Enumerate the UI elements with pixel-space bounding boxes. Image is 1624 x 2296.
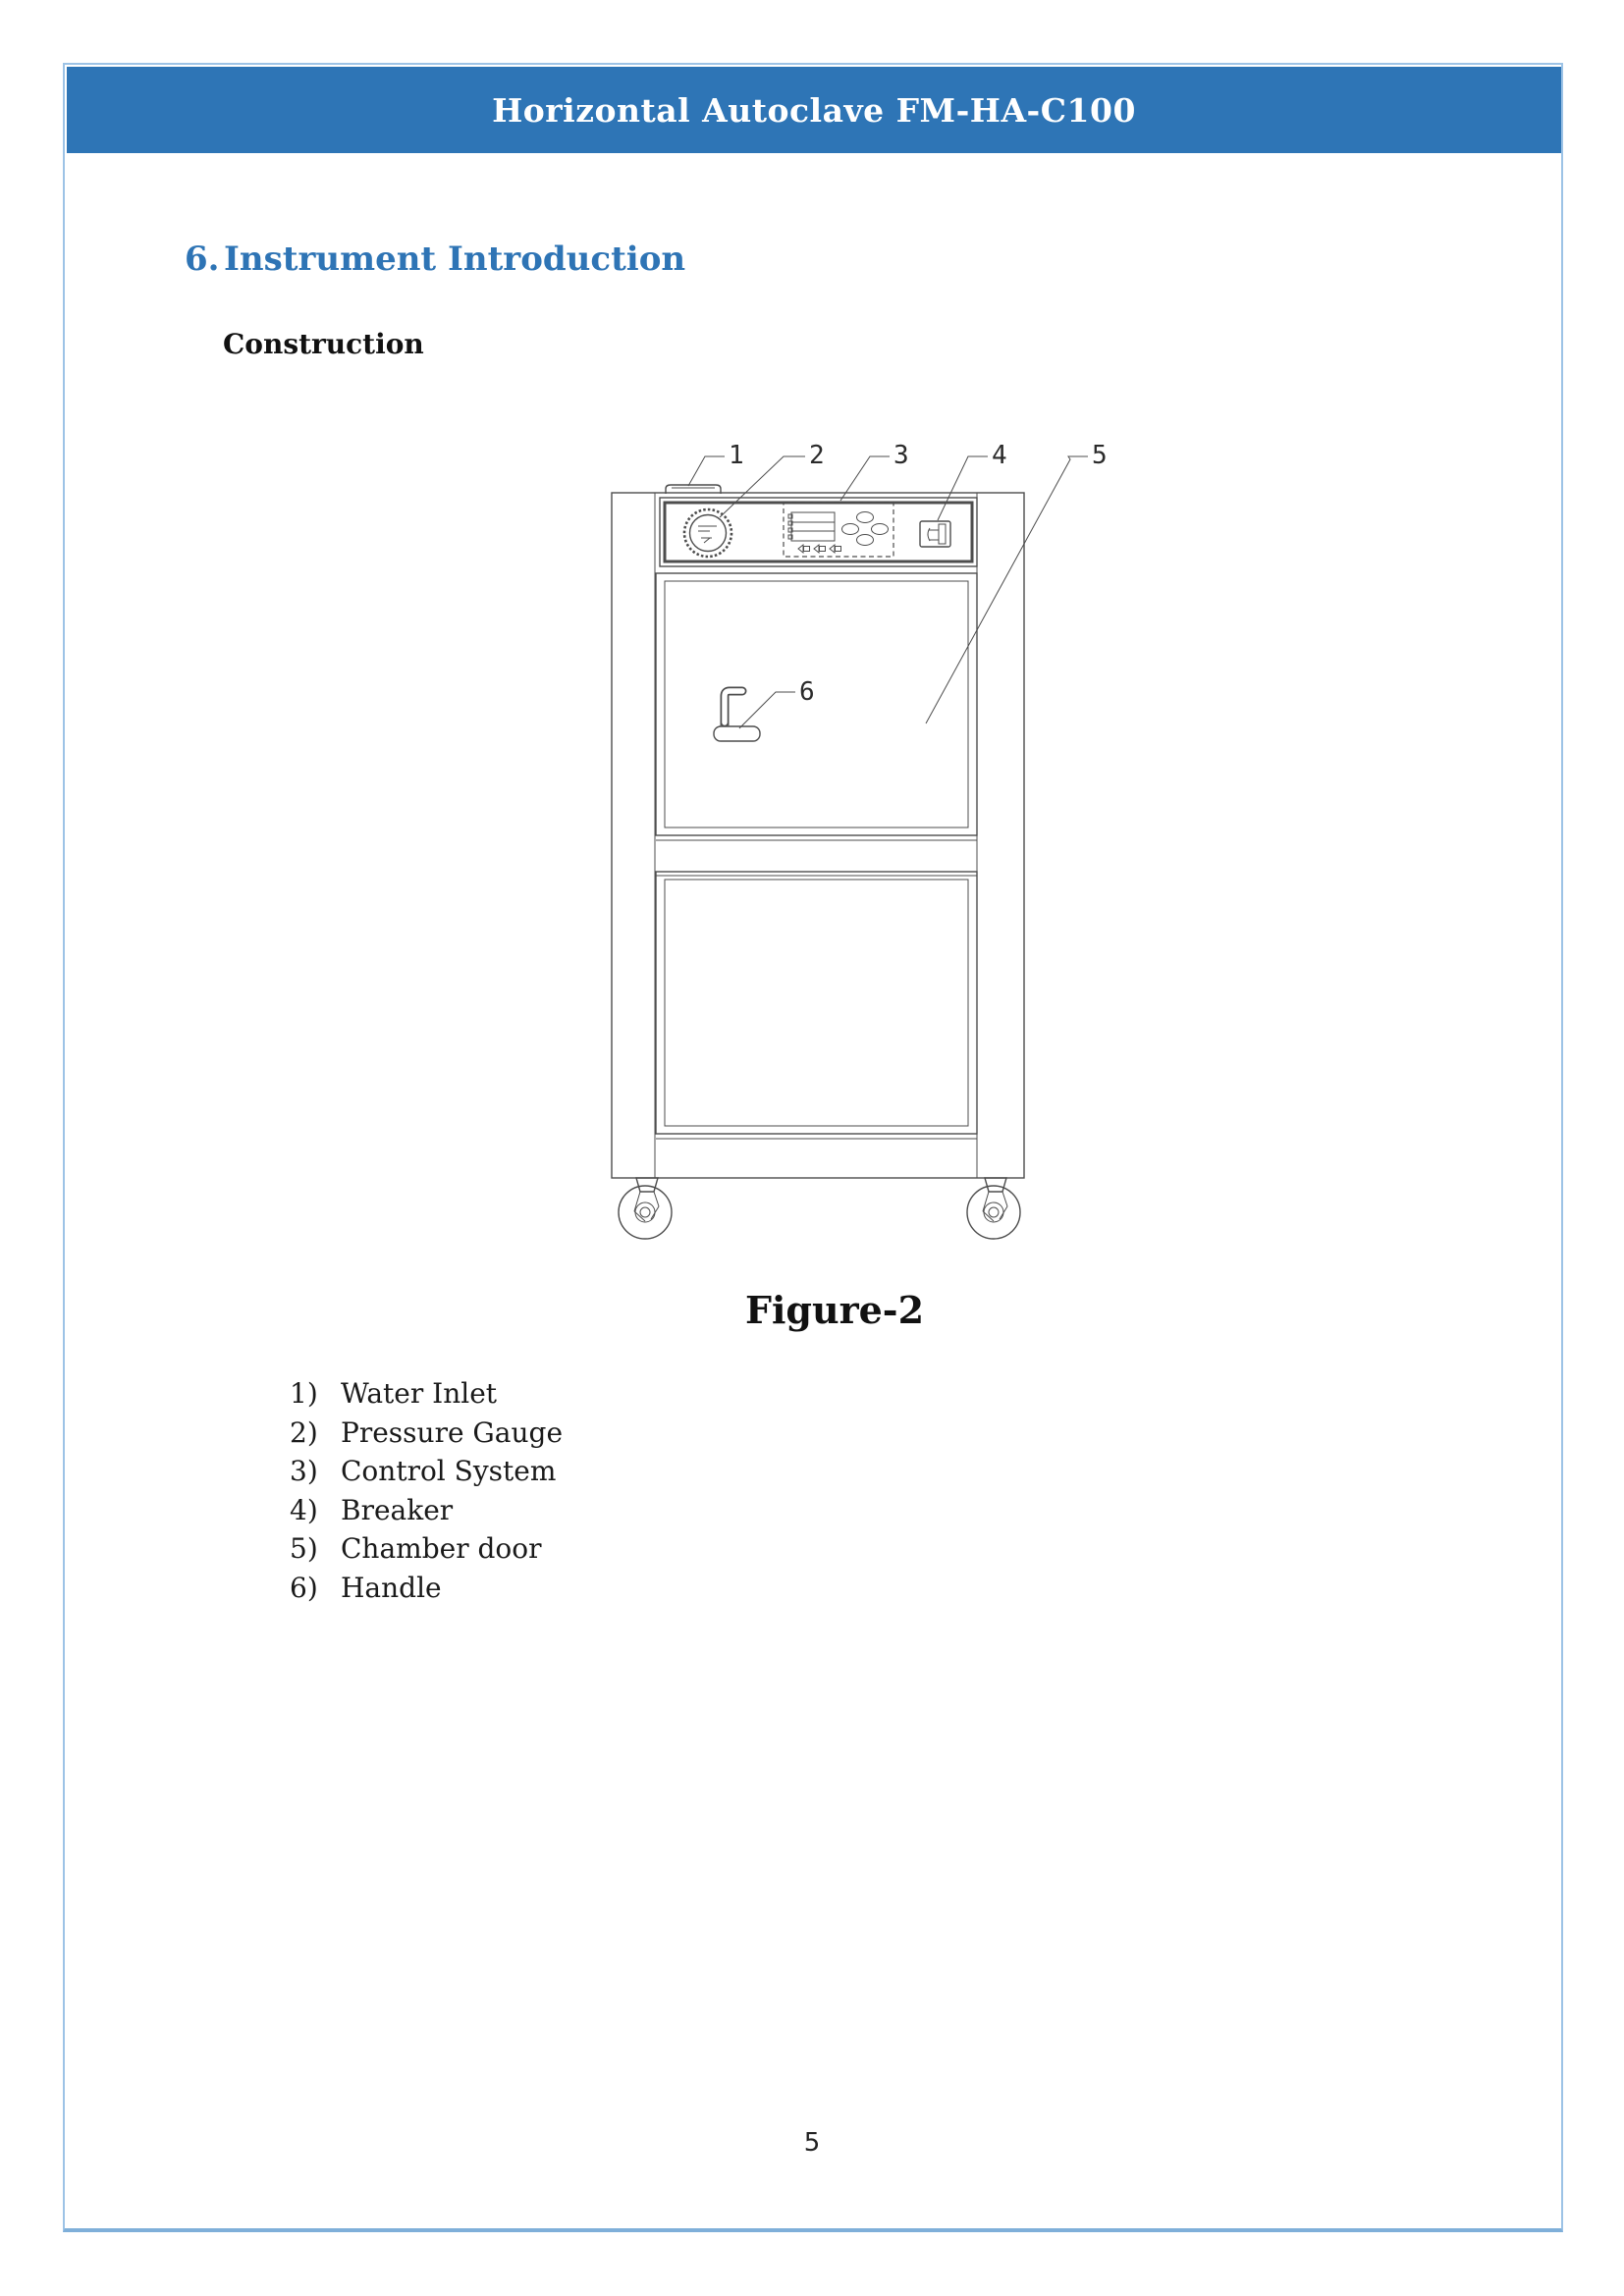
svg-text:5: 5 [1092,441,1108,470]
caster-left [618,1177,673,1240]
subsection-title: Construction [223,328,424,360]
svg-text:4: 4 [992,441,1007,470]
svg-text:3: 3 [893,441,909,470]
list-item: 3) Control System [290,1452,563,1491]
list-item-label: Handle [341,1571,442,1604]
chamber-door [655,572,978,841]
list-item: 2) Pressure Gauge [290,1414,563,1453]
svg-text:1: 1 [729,441,744,470]
list-item-number: 5) [290,1532,318,1565]
header-bar: Horizontal Autoclave FM-HA-C100 [67,67,1561,153]
caster-right [966,1177,1021,1240]
callout-3: 3 [839,441,909,502]
list-item: 6) Handle [290,1569,563,1608]
callout-1: 1 [687,441,744,487]
breaker [919,520,951,548]
svg-text:2: 2 [809,441,825,470]
parts-list: 1) Water Inlet 2) Pressure Gauge 3) Cont… [290,1374,563,1607]
callout-5: 5 [925,441,1108,724]
page-number: 5 [803,2128,821,2158]
document-title: Horizontal Autoclave FM-HA-C100 [492,90,1136,130]
list-item: 5) Chamber door [290,1529,563,1569]
list-item-label: Breaker [341,1493,454,1526]
figure-caption: Figure-2 [744,1288,925,1332]
page-border [63,63,1563,2232]
water-inlet [665,484,722,494]
list-item-number: 1) [290,1377,318,1410]
callout-2: 2 [719,441,825,518]
section-heading: 6. Instrument Introduction [185,240,685,279]
lower-panel [655,871,978,1135]
callout-4: 4 [937,441,1007,521]
list-item: 4) Breaker [290,1491,563,1530]
list-item-number: 4) [290,1493,318,1526]
svg-text:6: 6 [799,677,815,707]
callouts: 1 2 3 4 5 6 [687,441,1108,729]
pressure-gauge [682,507,733,559]
list-item: 1) Water Inlet [290,1374,563,1414]
list-item-label: Chamber door [341,1532,542,1565]
list-item-label: Control System [341,1455,557,1487]
list-item-number: 2) [290,1415,318,1449]
autoclave-figure: 1 2 3 4 5 6 [611,441,1108,1240]
control-system [783,502,894,558]
list-item-number: 6) [290,1571,318,1604]
list-item-label: Water Inlet [341,1377,498,1410]
callout-6: 6 [738,677,815,729]
section-number: 6. [185,240,220,279]
list-item-label: Pressure Gauge [341,1415,564,1449]
section-title: Instrument Introduction [224,240,686,279]
navigation-keys [841,511,889,546]
list-item-number: 3) [290,1455,318,1487]
door-handle [713,686,761,742]
panel-buttons [797,543,841,555]
